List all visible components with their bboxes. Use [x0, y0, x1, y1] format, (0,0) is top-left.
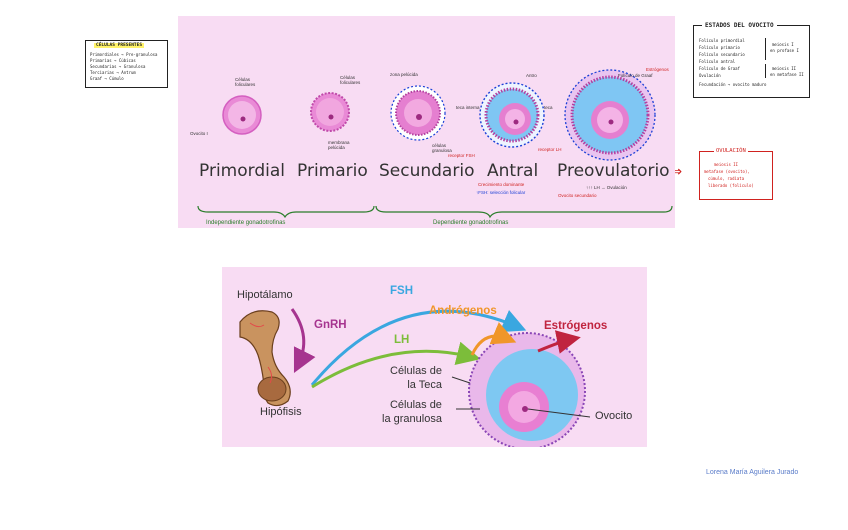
annot-teca: teca	[544, 106, 553, 111]
label-gnrh: GnRH	[314, 319, 347, 331]
label-celulas-granulosa: Células de la granulosa	[382, 398, 442, 427]
annot-celulas-foliculares: Células foliculares	[235, 78, 263, 88]
annot-receptor-fsh: receptor FSH	[448, 154, 475, 159]
label-hipotalamo: Hipotálamo	[237, 289, 293, 301]
oocyte-states-note: ESTADOS DEL OVOCITO Folículo primordial …	[693, 25, 810, 98]
hormonal-axis-panel: Hipotálamo GnRH FSH LH Andrógenos Estróg…	[222, 267, 647, 447]
label-lh: LH	[394, 334, 409, 346]
annot-dependent: Dependiente gonadotrofinas	[433, 220, 508, 227]
label-celulas-teca: Células de la Teca	[390, 364, 442, 393]
annot-teca-interna: teca interna	[456, 106, 480, 111]
antral-follicle-icon	[480, 83, 544, 147]
annot-ovocito-secundario: Ovocito secundario	[558, 194, 597, 199]
ovulation-line: metafase (ovocito),	[704, 169, 750, 174]
annot-lh-note: ↑↑↑ LH → Ovulación	[586, 186, 627, 191]
stage-antral: Antral	[487, 161, 538, 181]
oocyte-states-title: ESTADOS DEL OVOCITO	[702, 22, 777, 29]
label-estrogenos: Estrógenos	[544, 320, 607, 332]
ovulation-line: cúmulo, radiata	[708, 176, 744, 181]
primordial-follicle-icon	[223, 96, 261, 134]
annot-antro: Antro	[526, 74, 537, 79]
label-ovocito: Ovocito	[595, 410, 632, 422]
primary-follicle-icon	[311, 93, 349, 131]
annot-ovocito-i: Ovocito I	[190, 132, 208, 137]
oocyte-state-line: Folículo primario	[699, 45, 740, 50]
author-credit: Lorena María Aguilera Jurado	[706, 469, 798, 476]
stage-primario: Primario	[297, 161, 368, 181]
annot-crecimiento: Crecimiento dominante	[478, 183, 524, 188]
cell-types-note-title: CÉLULAS PRESENTES	[94, 43, 144, 48]
label-fsh: FSH	[390, 285, 413, 297]
dependent-brace	[376, 206, 672, 217]
stage-preovulatorio: Preovulatorio	[557, 161, 670, 181]
cell-types-line: Terciarias → Antrum	[90, 70, 136, 75]
bracket-divider	[765, 64, 766, 78]
oocyte-state-line: Ovulación	[699, 73, 721, 78]
label-hipofisis: Hipófisis	[260, 406, 302, 418]
meiosis-i-sub: en profase I	[770, 48, 799, 53]
oocyte-state-line: Folículo secundario	[699, 52, 745, 57]
stage-secundario: Secundario	[379, 161, 474, 181]
pituitary-icon	[240, 311, 290, 406]
preovulatory-follicle-icon	[565, 70, 655, 160]
annot-fsh-note: ↑FSH: selección folicular	[476, 191, 525, 196]
cell-types-note: CÉLULAS PRESENTES Primordiales → Pre-gra…	[85, 40, 168, 88]
independent-brace	[198, 206, 374, 217]
label-androgenos: Andrógenos	[429, 305, 497, 317]
follicle-stages-panel: Primordial Primario Secundario Antral Pr…	[178, 16, 675, 228]
annot-independent: Independiente gonadotrofinas	[206, 220, 285, 227]
annot-zona-pelucida: zona pelúcida	[390, 73, 418, 78]
cell-types-line: Graaf → Cúmulo	[90, 76, 124, 81]
oocyte-state-line: Folículo antral	[699, 59, 735, 64]
annot-celulas-foliculares-2: Células foliculares	[340, 76, 368, 86]
annot-membrana-pelucida: membrana pelúcida	[328, 141, 358, 151]
ovulation-note: OVULACIÓN meiosis II metafase (ovocito),…	[699, 151, 773, 200]
gnrh-arrow	[292, 309, 304, 365]
follicle-illustrations	[178, 16, 675, 228]
meiosis-i-label: meiosis I	[772, 42, 794, 47]
stage-primordial: Primordial	[199, 161, 285, 181]
ovulation-title: OVULACIÓN	[714, 148, 748, 154]
cell-types-line: Primarias → Cúbicas	[90, 58, 136, 63]
meiosis-ii-label: meiosis II	[772, 66, 796, 71]
cell-types-line: Primordiales → Pre-granulosa	[90, 52, 157, 57]
meiosis-ii-sub: en metafase II	[770, 72, 804, 77]
ovulation-line: liberado (folículo)	[708, 183, 754, 188]
oocyte-state-line: Folículo primordial	[699, 38, 745, 43]
cell-types-line: Secundarias → Granulosa	[90, 64, 145, 69]
secondary-follicle-icon	[391, 86, 445, 140]
oocyte-state-line: Fecundación → ovocito maduro	[699, 82, 766, 87]
oocyte-state-line: Folículo de Graaf	[699, 66, 740, 71]
annot-estrogenos: Estrógenos	[646, 68, 669, 73]
annot-receptor-lh: receptor LH	[538, 148, 562, 153]
bracket-divider	[765, 38, 766, 60]
dominant-follicle-icon	[469, 333, 585, 447]
ovulation-line: meiosis II	[714, 162, 738, 167]
teca-leader	[452, 377, 470, 383]
annot-foliculo-graaf: Folículo de Graaf	[618, 74, 653, 79]
